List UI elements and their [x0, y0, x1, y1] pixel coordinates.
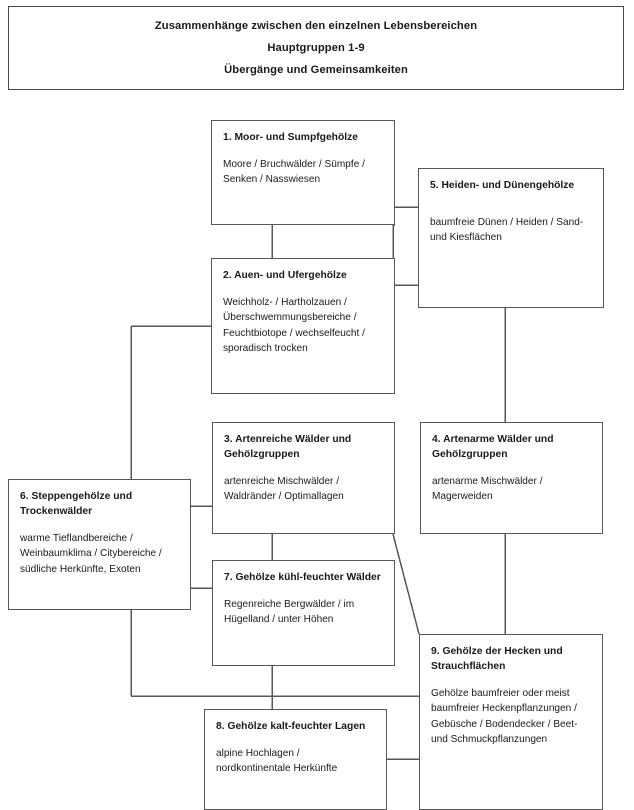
- node-7-body: Regenreiche Bergwälder / im Hügelland / …: [224, 599, 355, 626]
- node-6-title: 6. Steppengehölze und Trockenwälder: [20, 491, 133, 518]
- title-line-3: Übergänge und Gemeinsamkeiten: [224, 64, 408, 77]
- title-line-2: Hauptgruppen 1-9: [267, 41, 365, 54]
- edge-3-9: [392, 533, 420, 635]
- node-4-title: 4. Artenarme Wälder und Gehölzgruppen: [432, 434, 554, 461]
- node-5-heiden-und-duenengehoelze[interactable]: 5. Heiden- und Dünengehölze baumfreie Dü…: [418, 168, 604, 308]
- node-9-title: 9. Gehölze der Hecken und Strauchflächen: [431, 646, 563, 673]
- node-2-title: 2. Auen- und Ufergehölze: [223, 270, 347, 281]
- node-8-body: alpine Hochlagen / nordkontinentale Herk…: [216, 748, 338, 775]
- node-9-gehoelze-der-hecken-und-strauchflaechen[interactable]: 9. Gehölze der Hecken und Strauchflächen…: [419, 634, 603, 810]
- node-5-title: 5. Heiden- und Dünengehölze: [430, 180, 575, 191]
- node-7-gehoelze-kuehl-feuchter-waelder[interactable]: 7. Gehölze kühl-feuchter Wälder Regenrei…: [212, 560, 395, 666]
- node-3-title: 3. Artenreiche Wälder und Gehölzgruppen: [224, 434, 352, 461]
- node-8-gehoelze-kalt-feuchter-lagen[interactable]: 8. Gehölze kalt-feuchter Lagen alpine Ho…: [204, 709, 387, 810]
- node-6-steppengehoelze-und-trockenwaelder[interactable]: 6. Steppengehölze und Trockenwälder warm…: [8, 479, 191, 610]
- diagram-title-box: Zusammenhänge zwischen den einzelnen Leb…: [8, 6, 624, 90]
- node-1-moor-und-sumpfgehoelze[interactable]: 1. Moor- und Sumpfgehölze Moore / Bruchw…: [211, 120, 395, 225]
- node-1-title: 1. Moor- und Sumpfgehölze: [223, 132, 358, 143]
- node-7-title: 7. Gehölze kühl-feuchter Wälder: [224, 572, 381, 583]
- node-6-body: warme Tieflandbereiche / Weinbaumklima /…: [20, 533, 162, 575]
- node-3-body: artenreiche Mischwälder / Waldränder / O…: [224, 476, 344, 503]
- title-line-1: Zusammenhänge zwischen den einzelnen Leb…: [154, 19, 478, 32]
- node-9-body: Gehölze baumfreier oder meist baumfreier…: [431, 688, 578, 746]
- node-8-title: 8. Gehölze kalt-feuchter Lagen: [216, 721, 366, 732]
- node-4-body: artenarme Mischwälder / Magerweiden: [432, 476, 543, 503]
- node-5-body: baumfreie Dünen / Heiden / Sand- und Kie…: [430, 217, 584, 244]
- node-2-auen-und-ufergehoelze[interactable]: 2. Auen- und Ufergehölze Weichholz- / Ha…: [211, 258, 395, 394]
- node-1-body: Moore / Bruchwälder / Sümpfe / Senken / …: [223, 159, 365, 186]
- node-2-body: Weichholz- / Hartholzauen / Überschwemmu…: [223, 297, 365, 355]
- node-3-artenreiche-waelder[interactable]: 3. Artenreiche Wälder und Gehölzgruppen …: [212, 422, 395, 534]
- node-4-artenarme-waelder[interactable]: 4. Artenarme Wälder und Gehölzgruppen ar…: [420, 422, 603, 534]
